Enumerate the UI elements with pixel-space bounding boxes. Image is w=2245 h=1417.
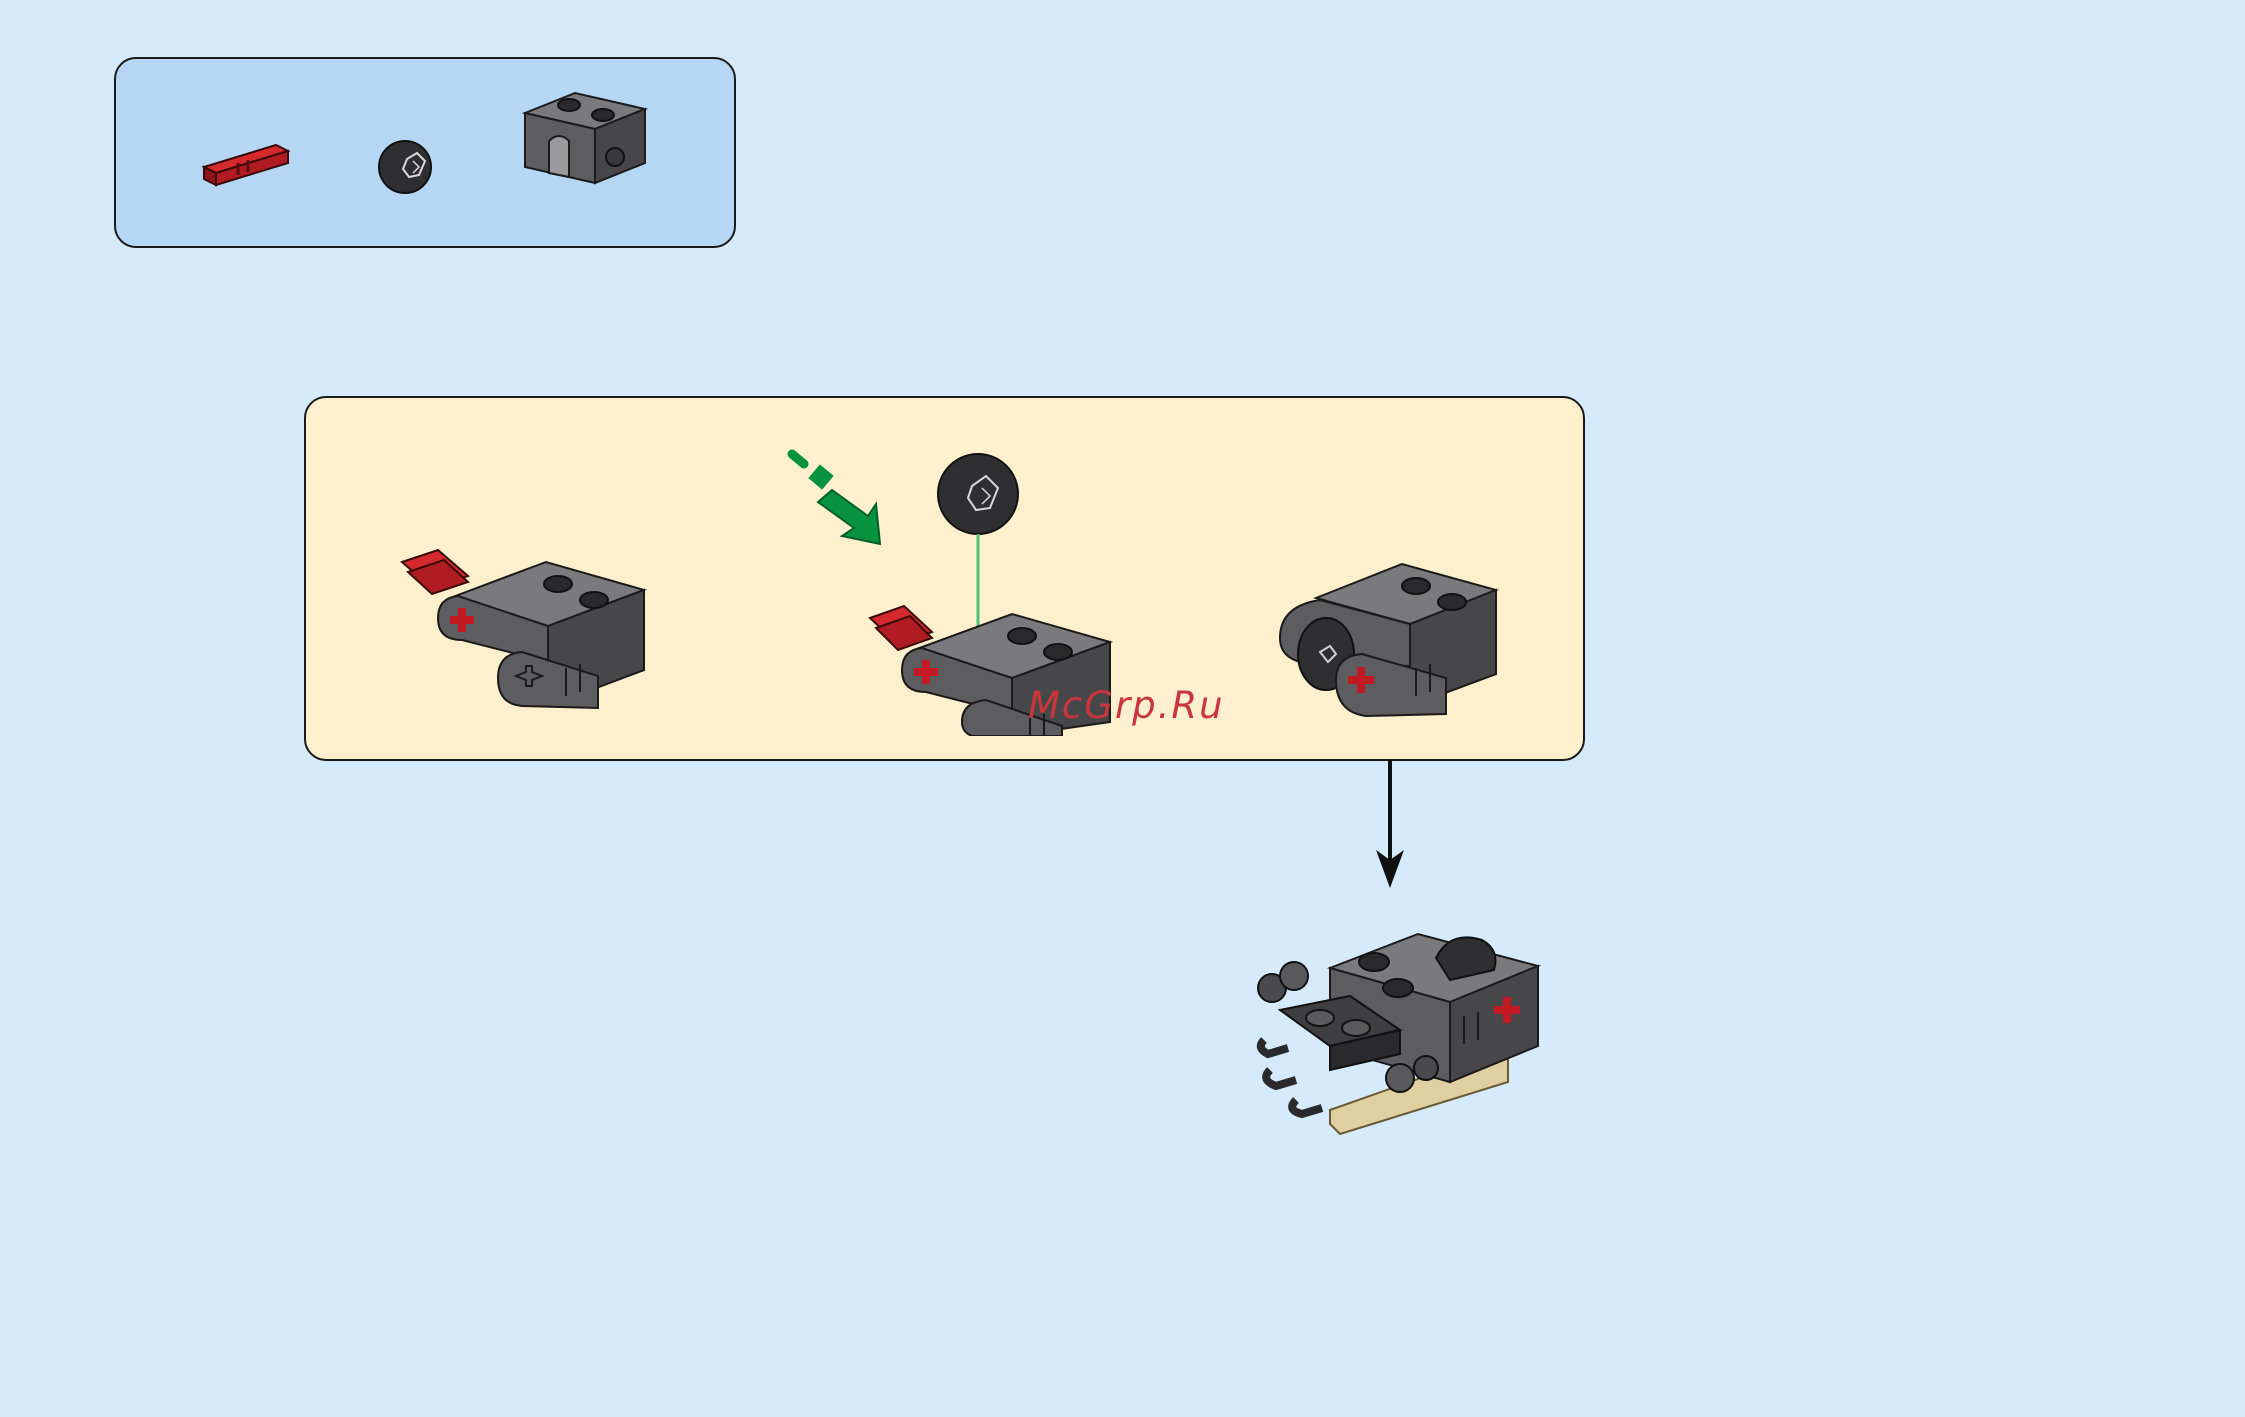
arrow-down-icon — [1370, 760, 1410, 930]
parts-list-panel — [114, 57, 736, 248]
dark-gray-technic-block-icon — [519, 81, 659, 193]
green-arrow-icon — [792, 454, 880, 544]
assembly-steps-panel — [304, 396, 1585, 761]
step-axle-inserted-illustration — [398, 548, 678, 728]
step-completed-illustration — [1276, 556, 1506, 726]
watermark-text: McGrp.Ru — [1028, 684, 1225, 727]
final-assembly-illustration — [1250, 910, 1550, 1140]
black-ball-joint-icon — [373, 131, 443, 201]
red-axle-pin-icon — [198, 129, 298, 189]
